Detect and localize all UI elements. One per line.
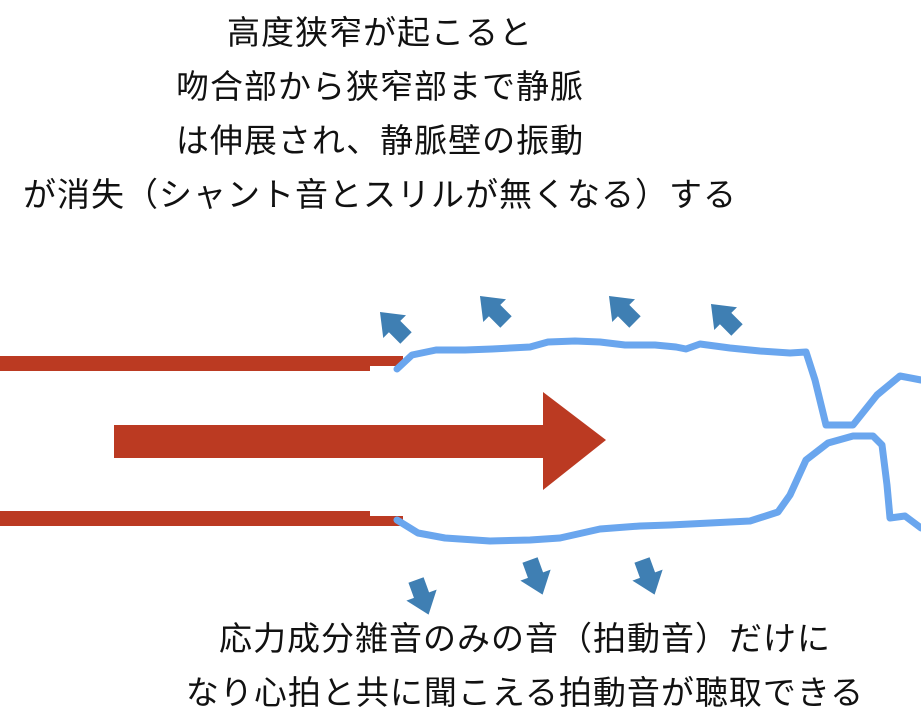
flow-arrow-icon <box>114 392 606 490</box>
downward-vibration-arrow-icon <box>520 557 551 595</box>
vein-wall-bottom <box>393 432 921 545</box>
shunt-stenosis-diagram <box>0 295 921 615</box>
downward-vibration-arrow-icon <box>406 577 437 615</box>
top-caption-line-1: 高度狭窄が起こると <box>227 13 533 52</box>
top-caption: 高度狭窄が起こると 吻合部から狭窄部まで静脈 は伸展され、静脈壁の振動 が消失（… <box>0 6 760 222</box>
outward-vibration-arrow-icon <box>710 303 743 336</box>
bottom-caption: 応力成分雑音のみの音（拍動音）だけに なり心拍と共に聞こえる拍動音が聴取できる <box>0 612 921 720</box>
artery-wall-top <box>0 356 370 371</box>
top-caption-line-3: は伸展され、静脈壁の振動 <box>175 121 585 160</box>
artery-wall-bottom-tip <box>370 516 403 526</box>
outward-vibration-arrow-icon <box>379 311 412 344</box>
outward-vibration-arrow-icon <box>479 295 512 328</box>
vein-wall-top <box>393 337 921 429</box>
top-caption-line-4: が消失（シャント音とスリルが無くなる）する <box>23 175 737 214</box>
top-caption-line-2: 吻合部から狭窄部まで静脈 <box>176 67 584 106</box>
artery-wall-bottom <box>0 511 370 526</box>
bottom-caption-line-2: なり心拍と共に聞こえる拍動音が聴取できる <box>185 673 865 712</box>
outward-vibration-arrow-icon <box>608 295 641 328</box>
downward-vibration-arrow-icon <box>632 557 663 595</box>
artery-wall-top-tip <box>370 356 403 366</box>
bottom-caption-line-1: 応力成分雑音のみの音（拍動音）だけに <box>219 619 831 658</box>
